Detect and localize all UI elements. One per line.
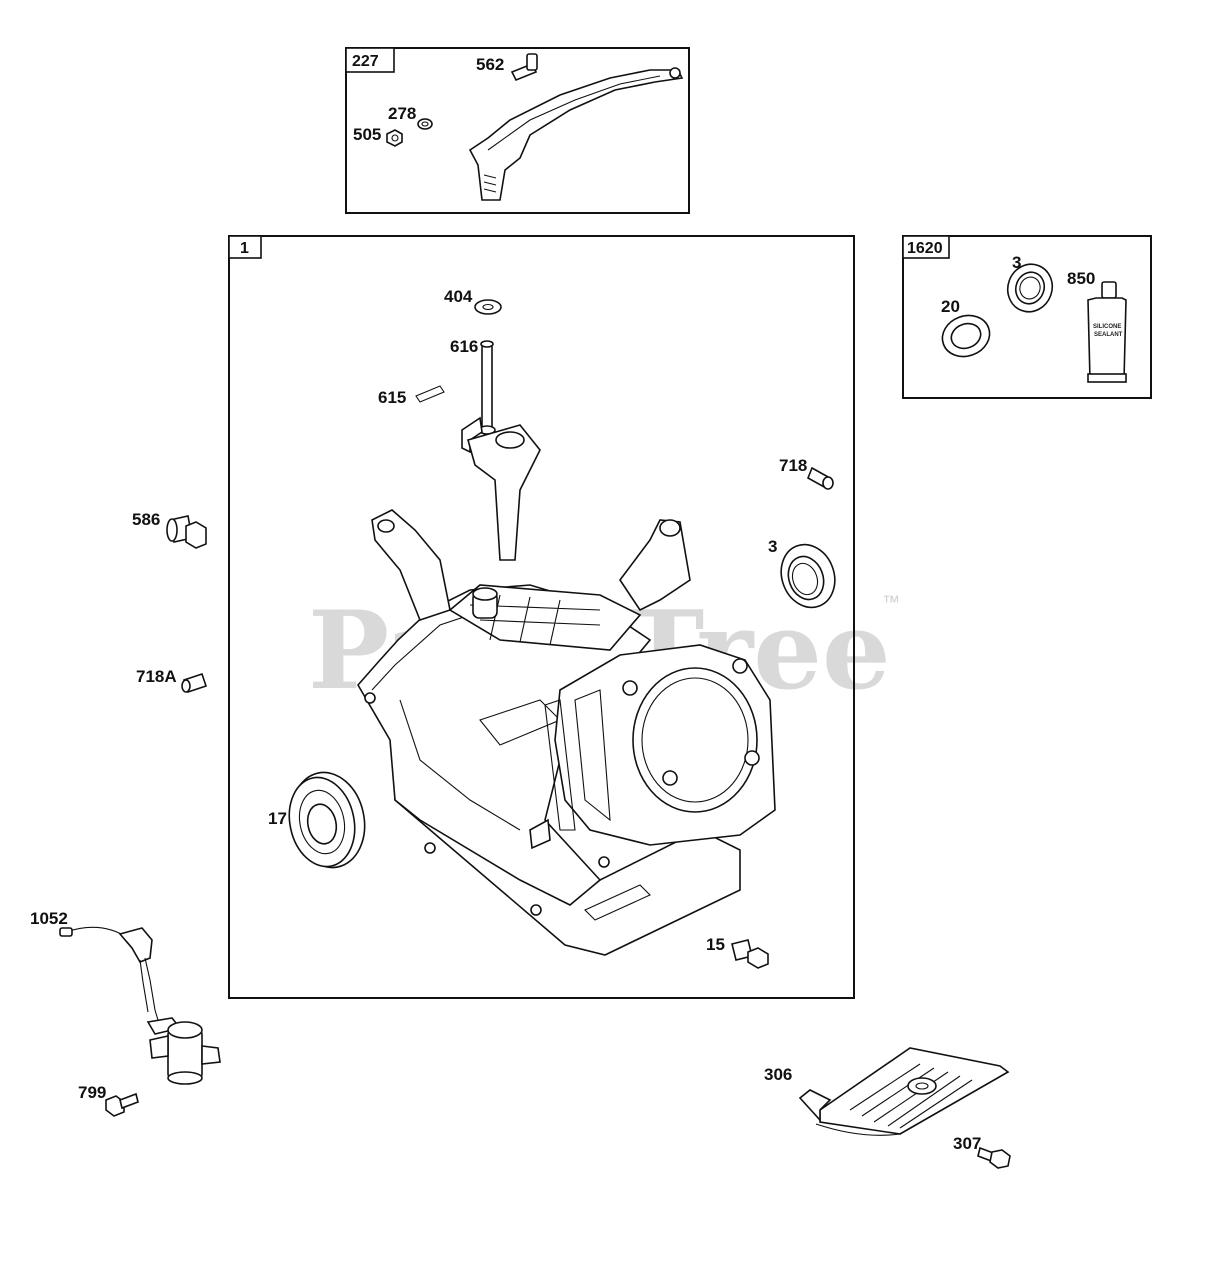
part-3-oil-seal[interactable] [773,537,844,615]
tube-label-line2: SEALANT [1094,332,1123,338]
box-label-1: 1 [240,240,249,257]
part-616-governor-shaft[interactable] [461,340,496,454]
callout-1052[interactable]: 1052 [30,909,68,928]
callout-562[interactable]: 562 [476,55,504,74]
part-799-bolt[interactable] [105,1092,139,1117]
callout-404[interactable]: 404 [444,287,473,306]
callout-799[interactable]: 799 [78,1083,106,1102]
callout-616[interactable]: 616 [450,337,478,356]
part-505-nut[interactable] [386,129,403,147]
callout-718[interactable]: 718 [779,456,807,475]
callout-15[interactable]: 15 [706,935,725,954]
box-label-1620: 1620 [907,240,943,257]
part-404-washer[interactable] [474,299,502,315]
governor-lever[interactable] [468,67,684,201]
box-label-227: 227 [352,53,379,70]
kit-box-1: 1 [228,235,855,999]
part-15-drain-plug[interactable] [731,939,769,969]
part-306-guard-plate[interactable] [798,1047,1010,1136]
callout-278[interactable]: 278 [388,104,416,123]
part-278-washer[interactable] [417,118,433,130]
part-615-clip[interactable] [415,385,445,403]
kit-box-1620: 1620 [902,235,1152,399]
part-1052-oil-sensor[interactable] [59,926,221,1085]
watermark-trademark: ™ [882,592,900,612]
callout-3-engine[interactable]: 3 [768,537,777,556]
callout-307[interactable]: 307 [953,1134,981,1153]
kit-box-227: 227 [345,47,690,214]
part-3-oil-seal-kit[interactable] [1001,258,1059,318]
callout-3-kit[interactable]: 3 [1012,253,1021,272]
callout-850[interactable]: 850 [1067,269,1095,288]
callout-20[interactable]: 20 [941,297,960,316]
callout-718a[interactable]: 718A [136,667,177,686]
part-562-screw[interactable] [510,53,538,82]
part-718a-dowel-pin[interactable] [181,672,208,694]
part-307-bolt[interactable] [977,1146,1011,1169]
callout-615[interactable]: 615 [378,388,406,407]
callout-586[interactable]: 586 [132,510,160,529]
part-17-ball-bearing[interactable] [281,766,373,875]
crankcase-cylinder-block[interactable] [357,424,776,956]
part-718-dowel-pin[interactable] [806,466,834,490]
part-586-fitting[interactable] [166,515,207,549]
callout-505[interactable]: 505 [353,125,381,144]
part-850-sealant-tube[interactable]: SILICONE SEALANT [1087,281,1127,383]
callout-306[interactable]: 306 [764,1065,792,1084]
tube-label-line1: SILICONE [1093,324,1121,330]
callout-17[interactable]: 17 [268,809,287,828]
part-20-seal[interactable] [937,309,996,363]
